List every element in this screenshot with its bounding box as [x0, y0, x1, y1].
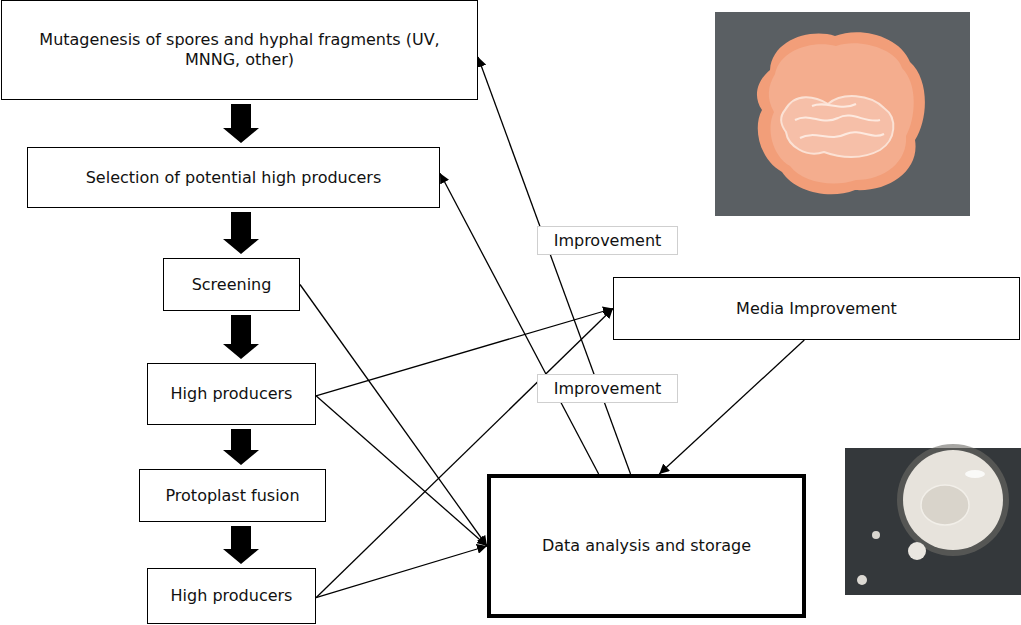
box-text: Selection of potential high producers — [86, 168, 382, 188]
colony-folds — [795, 104, 884, 138]
photo-background — [715, 12, 970, 216]
small-colony — [857, 575, 867, 585]
process-box: Protoplast fusion — [139, 469, 326, 522]
process-box: Media Improvement — [613, 277, 1020, 340]
colony-highlight — [965, 470, 985, 478]
box-text: High producers — [171, 384, 293, 404]
flow-arrow — [316, 396, 487, 546]
colony-rim — [769, 43, 914, 183]
block-arrow — [223, 212, 259, 254]
colony-center — [921, 485, 969, 525]
box-text: Protoplast fusion — [165, 486, 299, 506]
flow-arrow — [440, 173, 599, 474]
colony-body — [757, 32, 925, 194]
flow-arrow — [300, 285, 487, 547]
white-colony-photo — [845, 444, 1021, 595]
block-arrow — [223, 429, 259, 465]
flow-arrow — [478, 57, 631, 474]
process-box: Selection of potential high producers — [27, 147, 440, 208]
process-box: Mutagenesis of spores and hyphal fragmen… — [1, 0, 478, 100]
flow-arrow — [316, 546, 487, 598]
colony-body — [903, 450, 1003, 550]
colony-halo — [897, 444, 1009, 556]
block-arrow — [223, 315, 259, 359]
box-text: High producers — [171, 586, 293, 606]
block-arrow — [223, 526, 259, 564]
small-colony — [908, 542, 926, 560]
orange-colony-photo — [715, 12, 970, 216]
small-colony — [872, 531, 880, 539]
box-text: Screening — [192, 275, 272, 295]
colony-wrinkles — [781, 96, 893, 157]
box-text: Data analysis and storage — [542, 536, 751, 556]
storage-box: Data analysis and storage — [487, 474, 806, 618]
block-arrow — [223, 104, 259, 143]
flow-arrow — [659, 340, 804, 474]
process-box: High producers — [147, 568, 316, 624]
box-text: Mutagenesis of spores and hyphal fragmen… — [12, 30, 467, 70]
box-text: Media Improvement — [736, 299, 897, 319]
process-box: High producers — [147, 363, 316, 425]
edge-label: Improvement — [537, 374, 678, 403]
process-box: Screening — [163, 258, 300, 311]
edge-label: Improvement — [537, 226, 678, 255]
